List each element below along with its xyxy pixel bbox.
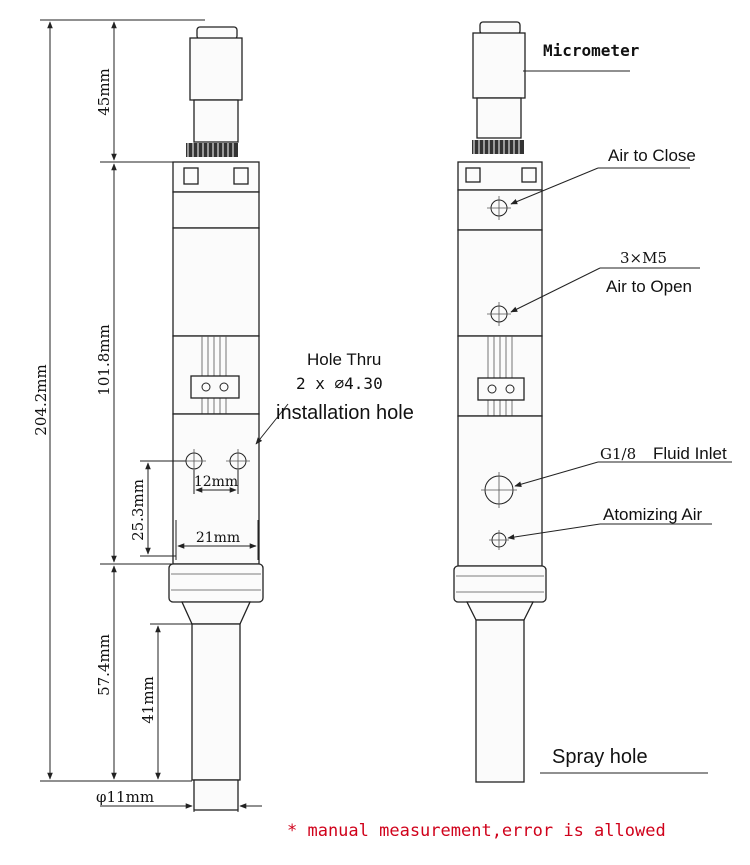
left-extension-lines bbox=[40, 19, 259, 812]
dim-micrometer-height: 45mm bbox=[95, 68, 113, 116]
right-view: Micrometer Air to Close 3×M5 Air to Open… bbox=[453, 21, 732, 783]
left-upper-body bbox=[172, 161, 260, 337]
right-leader-lines bbox=[507, 70, 732, 774]
label-air-to-close: Air to Close bbox=[608, 146, 696, 165]
left-nozzle bbox=[168, 563, 264, 811]
left-dimension-lines bbox=[47, 21, 289, 809]
label-fluid-thread: G1/8 bbox=[600, 445, 636, 463]
label-spray-hole: Spray hole bbox=[552, 746, 648, 768]
dim-nozzle-length: 41mm bbox=[139, 676, 157, 724]
dim-lower-block: 25.3mm bbox=[129, 479, 147, 541]
left-view: 204.2mm 45mm 101.8mm 25.3mm 57.4mm 41mm … bbox=[32, 19, 414, 812]
dim-body-height: 101.8mm bbox=[95, 324, 113, 395]
right-lower-block bbox=[457, 415, 543, 567]
label-atomizing-air: Atomizing Air bbox=[603, 505, 703, 524]
right-middle-section bbox=[457, 335, 543, 417]
label-fluid-inlet: Fluid Inlet bbox=[653, 444, 727, 463]
dim-block-width: 21mm bbox=[196, 530, 240, 546]
right-micrometer bbox=[472, 21, 526, 154]
right-upper-body bbox=[457, 161, 543, 337]
dim-nozzle-section: 57.4mm bbox=[95, 634, 113, 696]
left-micrometer bbox=[186, 26, 243, 157]
right-nozzle bbox=[453, 565, 547, 783]
dim-hole-spacing: 12mm bbox=[194, 474, 238, 490]
measurement-note: * manual measurement,error is allowed bbox=[287, 821, 666, 841]
left-middle-section bbox=[172, 335, 260, 415]
label-installation-hole: installation hole bbox=[276, 402, 414, 424]
label-micrometer: Micrometer bbox=[543, 41, 639, 60]
label-hole-thru: Hole Thru bbox=[307, 350, 381, 369]
label-air-to-open: Air to Open bbox=[606, 277, 692, 296]
dim-total-height: 204.2mm bbox=[32, 364, 50, 435]
dim-nozzle-diameter: φ11mm bbox=[96, 788, 154, 806]
label-thread-spec: 3×M5 bbox=[620, 249, 667, 267]
label-hole-spec: 2 x ⌀4.30 bbox=[296, 374, 383, 393]
